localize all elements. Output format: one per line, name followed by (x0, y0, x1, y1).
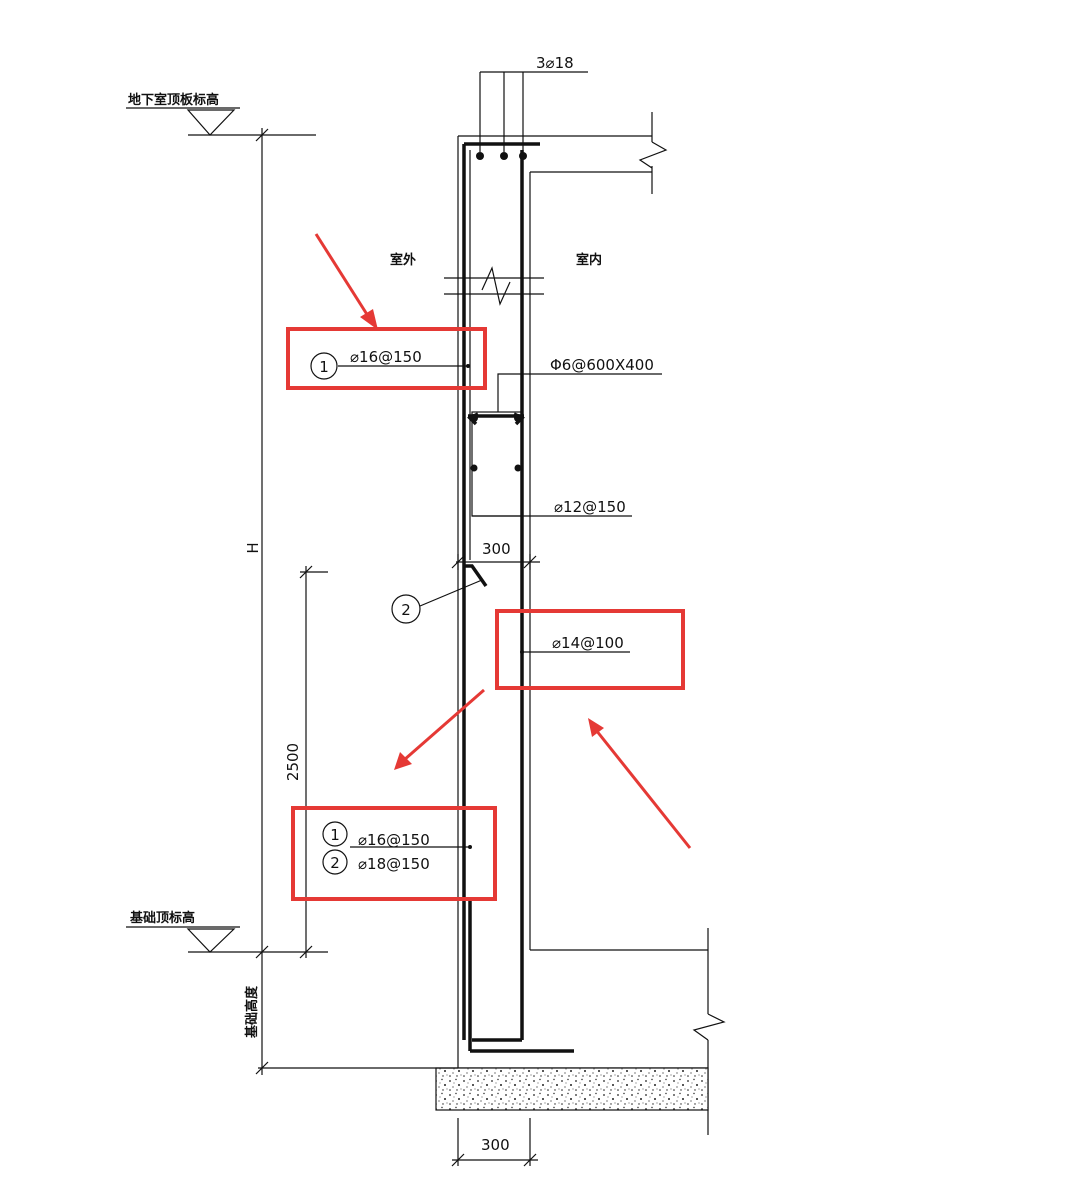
highlight-arrow-upper (314, 233, 378, 330)
rebar-2-lower-label: ⌀18@150 (358, 855, 430, 873)
highlight-arrow-right (588, 718, 692, 849)
svg-text:1: 1 (319, 358, 329, 376)
tie-beam-stirrup-label: Φ6@600X400 (550, 356, 654, 374)
marker-1-lower: 1 (322, 821, 348, 847)
highlight-box-upper (286, 327, 487, 390)
marker-2-mid: 2 (391, 594, 421, 624)
wall-thickness-mid-label: 300 (482, 540, 511, 558)
svg-text:2: 2 (330, 854, 340, 872)
highlight-box-inner (495, 609, 685, 690)
svg-text:2: 2 (401, 601, 411, 619)
highlight-box-lower (291, 806, 497, 901)
outside-label: 室外 (390, 252, 416, 268)
wall-thickness-bottom-label: 300 (481, 1136, 510, 1154)
callout-leaders (338, 364, 630, 849)
highlight-arrow-middle (394, 688, 485, 770)
marker-2-lower: 2 (322, 849, 348, 875)
beam-bars-label: ⌀12@150 (554, 498, 626, 516)
rebar-1-upper-label: ⌀16@150 (350, 348, 422, 366)
foundation-top-elevation-label: 基础顶标高 (129, 910, 195, 926)
dim-h-label: H (244, 542, 262, 553)
rebar-lines (462, 71, 662, 1053)
top-bars-label: 3⌀18 (536, 54, 574, 72)
inner-rebar-label: ⌀14@100 (552, 634, 624, 652)
marker-1-upper: 1 (310, 352, 338, 380)
dim-2500-label: 2500 (284, 743, 302, 781)
inside-label: 室内 (576, 252, 602, 268)
foundation-height-label: 基础高度 (244, 985, 260, 1039)
dimension-lines (126, 107, 540, 1167)
foundation-block (435, 1067, 709, 1111)
rebar-1-lower-label: ⌀16@150 (358, 831, 430, 849)
basement-roof-elevation-label: 地下室顶板标高 (128, 92, 219, 108)
svg-text:1: 1 (330, 826, 340, 844)
